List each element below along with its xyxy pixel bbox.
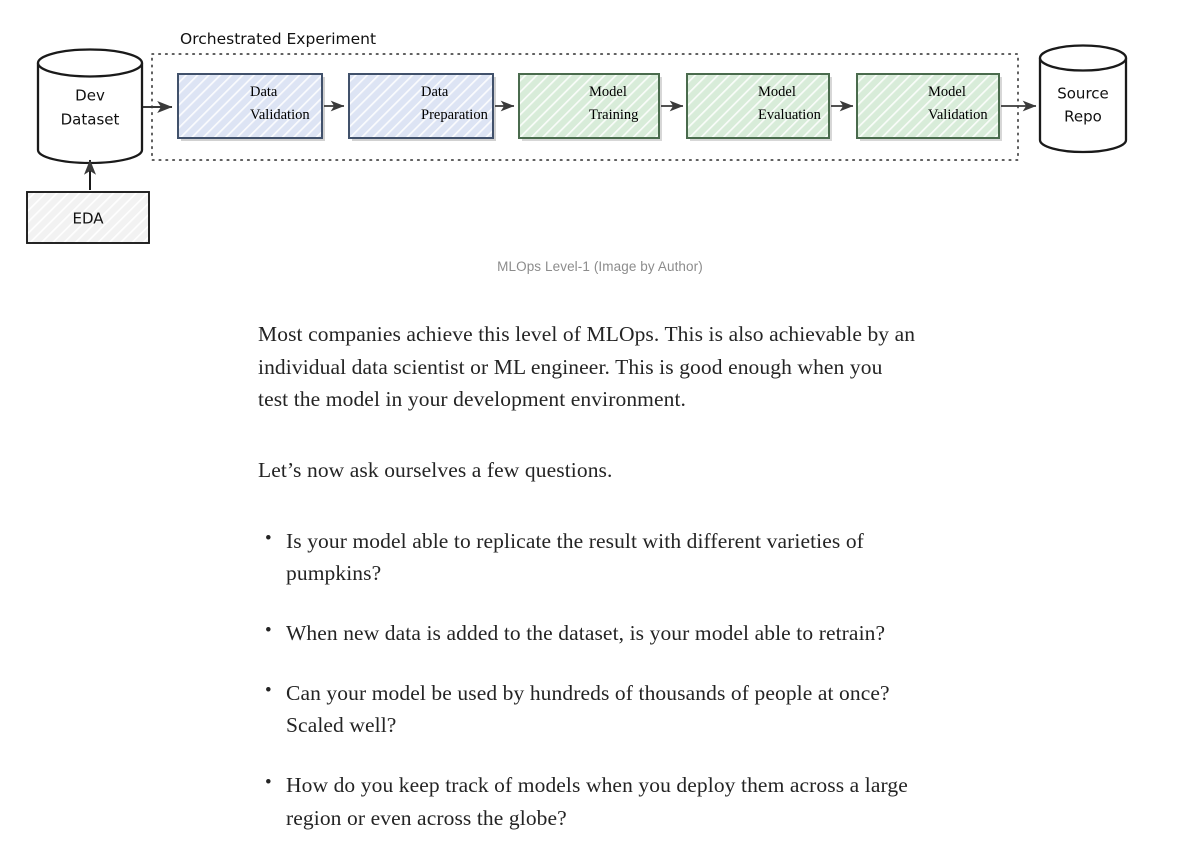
article-body: Most companies achieve this level of MLO… (258, 318, 918, 861)
figure-caption: MLOps Level-1 (Image by Author) (497, 259, 703, 274)
node-dev-dataset: Dev Dataset (36, 48, 144, 165)
model-training-label-line2: Training (589, 107, 638, 123)
node-data-validation: Data Validation (177, 73, 325, 141)
node-source-repo: Source Repo (1038, 44, 1128, 154)
list-item: How do you keep track of models when you… (258, 769, 918, 834)
data-validation-label-line1: Data (250, 84, 278, 100)
data-preparation-label-line2: Preparation (421, 107, 489, 123)
questions-list: Is your model able to replicate the resu… (258, 525, 918, 835)
list-item: Is your model able to replicate the resu… (258, 525, 918, 590)
model-validation-label-line2: Validation (928, 107, 988, 123)
dev-dataset-label-line2: Dataset (61, 111, 120, 129)
data-preparation-label-line1: Data (421, 84, 449, 100)
paragraph-2: Let’s now ask ourselves a few questions. (258, 458, 613, 483)
model-evaluation-label-line1: Model (758, 84, 796, 100)
model-evaluation-label-line2: Evaluation (758, 107, 822, 123)
paragraph-1: Most companies achieve this level of MLO… (258, 322, 916, 412)
node-data-preparation: Data Preparation (348, 73, 496, 141)
eda-label: EDA (72, 210, 104, 228)
model-validation-label-line1: Model (928, 84, 966, 100)
orchestrated-experiment-label: Orchestrated Experiment (180, 30, 376, 48)
source-repo-label-line1: Source (1057, 85, 1109, 103)
list-item: When new data is added to the dataset, i… (258, 617, 918, 650)
mlops-diagram: Orchestrated Experiment Dev Dataset EDA … (0, 0, 1200, 250)
model-training-label-line1: Model (589, 84, 627, 100)
source-repo-label-line2: Repo (1064, 108, 1102, 126)
list-item: Can your model be used by hundreds of th… (258, 677, 918, 742)
data-validation-label-line2: Validation (250, 107, 310, 123)
node-eda: EDA (26, 191, 150, 244)
node-model-training: Model Training (518, 73, 662, 141)
node-model-evaluation: Model Evaluation (686, 73, 832, 141)
dev-dataset-label-line1: Dev (75, 87, 105, 105)
node-model-validation: Model Validation (856, 73, 1002, 141)
